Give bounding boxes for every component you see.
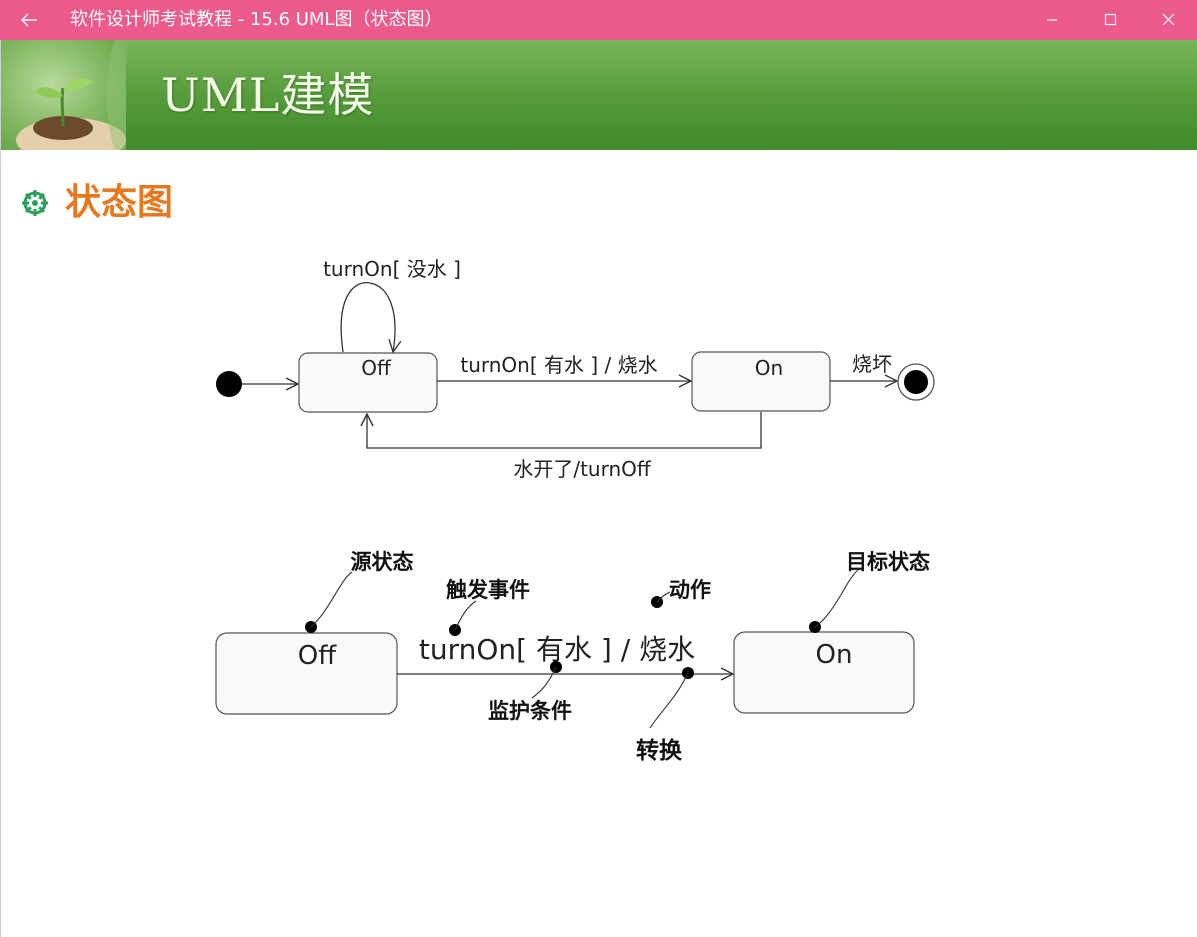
diagram-2: Off On turnOn[ 有水 ] / 烧水 源状态 触发事件 动作 目标状… xyxy=(215,549,930,764)
trigger-event-leader xyxy=(454,600,477,631)
flower-bullet-icon xyxy=(22,190,48,216)
source-state-leader xyxy=(310,571,353,628)
state-on-large-label: On xyxy=(816,640,853,670)
final-state-dot xyxy=(904,370,928,394)
action-annotation: 动作 xyxy=(669,577,711,602)
window-title: 软件设计师考试教程 - 15.6 UML图（状态图） xyxy=(70,9,443,30)
state-off-large-label: Off xyxy=(298,641,337,671)
state-on-large xyxy=(733,631,915,714)
minimize-button[interactable] xyxy=(1023,0,1081,40)
self-loop-label: turnOn[ 没水 ] xyxy=(323,257,461,281)
transition-leader xyxy=(649,672,689,729)
initial-state xyxy=(216,371,242,397)
close-icon xyxy=(1162,13,1175,26)
guard-condition-annotation: 监护条件 xyxy=(488,698,572,723)
target-state-annotation: 目标状态 xyxy=(846,549,930,574)
title-bar: 软件设计师考试教程 - 15.6 UML图（状态图） xyxy=(0,0,1197,40)
on-to-final-label: 烧坏 xyxy=(852,352,892,376)
off-to-on-label: turnOn[ 有水 ] / 烧水 xyxy=(460,353,657,377)
close-button[interactable] xyxy=(1139,0,1197,40)
transition-label: turnOn[ 有水 ] / 烧水 xyxy=(419,633,695,666)
state-on-label: On xyxy=(755,356,783,380)
slide-heading: 状态图 xyxy=(65,181,174,223)
transition-annotation: 转换 xyxy=(636,737,683,764)
source-state-annotation: 源状态 xyxy=(351,549,414,574)
minimize-icon xyxy=(1047,19,1057,21)
action-leader xyxy=(656,591,671,603)
guard-condition-leader xyxy=(531,666,557,699)
back-button[interactable] xyxy=(0,0,58,40)
on-to-off-label: 水开了/turnOff xyxy=(513,457,652,481)
slide: UML建模 状态图 xyxy=(0,40,1197,937)
diagram-1: Off turnOn[ 没水 ] turnOn[ 有水 ] / 烧水 On 烧坏… xyxy=(216,257,935,481)
seedling-hands-image xyxy=(1,40,126,150)
maximize-button[interactable] xyxy=(1081,0,1139,40)
trigger-event-annotation: 触发事件 xyxy=(446,577,530,602)
state-off xyxy=(298,352,438,413)
back-arrow-icon xyxy=(21,13,37,27)
target-state-leader xyxy=(814,569,859,628)
banner-title: UML建模 xyxy=(161,68,375,122)
maximize-icon xyxy=(1104,13,1117,26)
state-off-label: Off xyxy=(361,356,392,380)
slide-banner: UML建模 xyxy=(1,40,1197,150)
on-to-off-arrow xyxy=(367,412,762,449)
self-loop-arrow xyxy=(340,282,395,352)
